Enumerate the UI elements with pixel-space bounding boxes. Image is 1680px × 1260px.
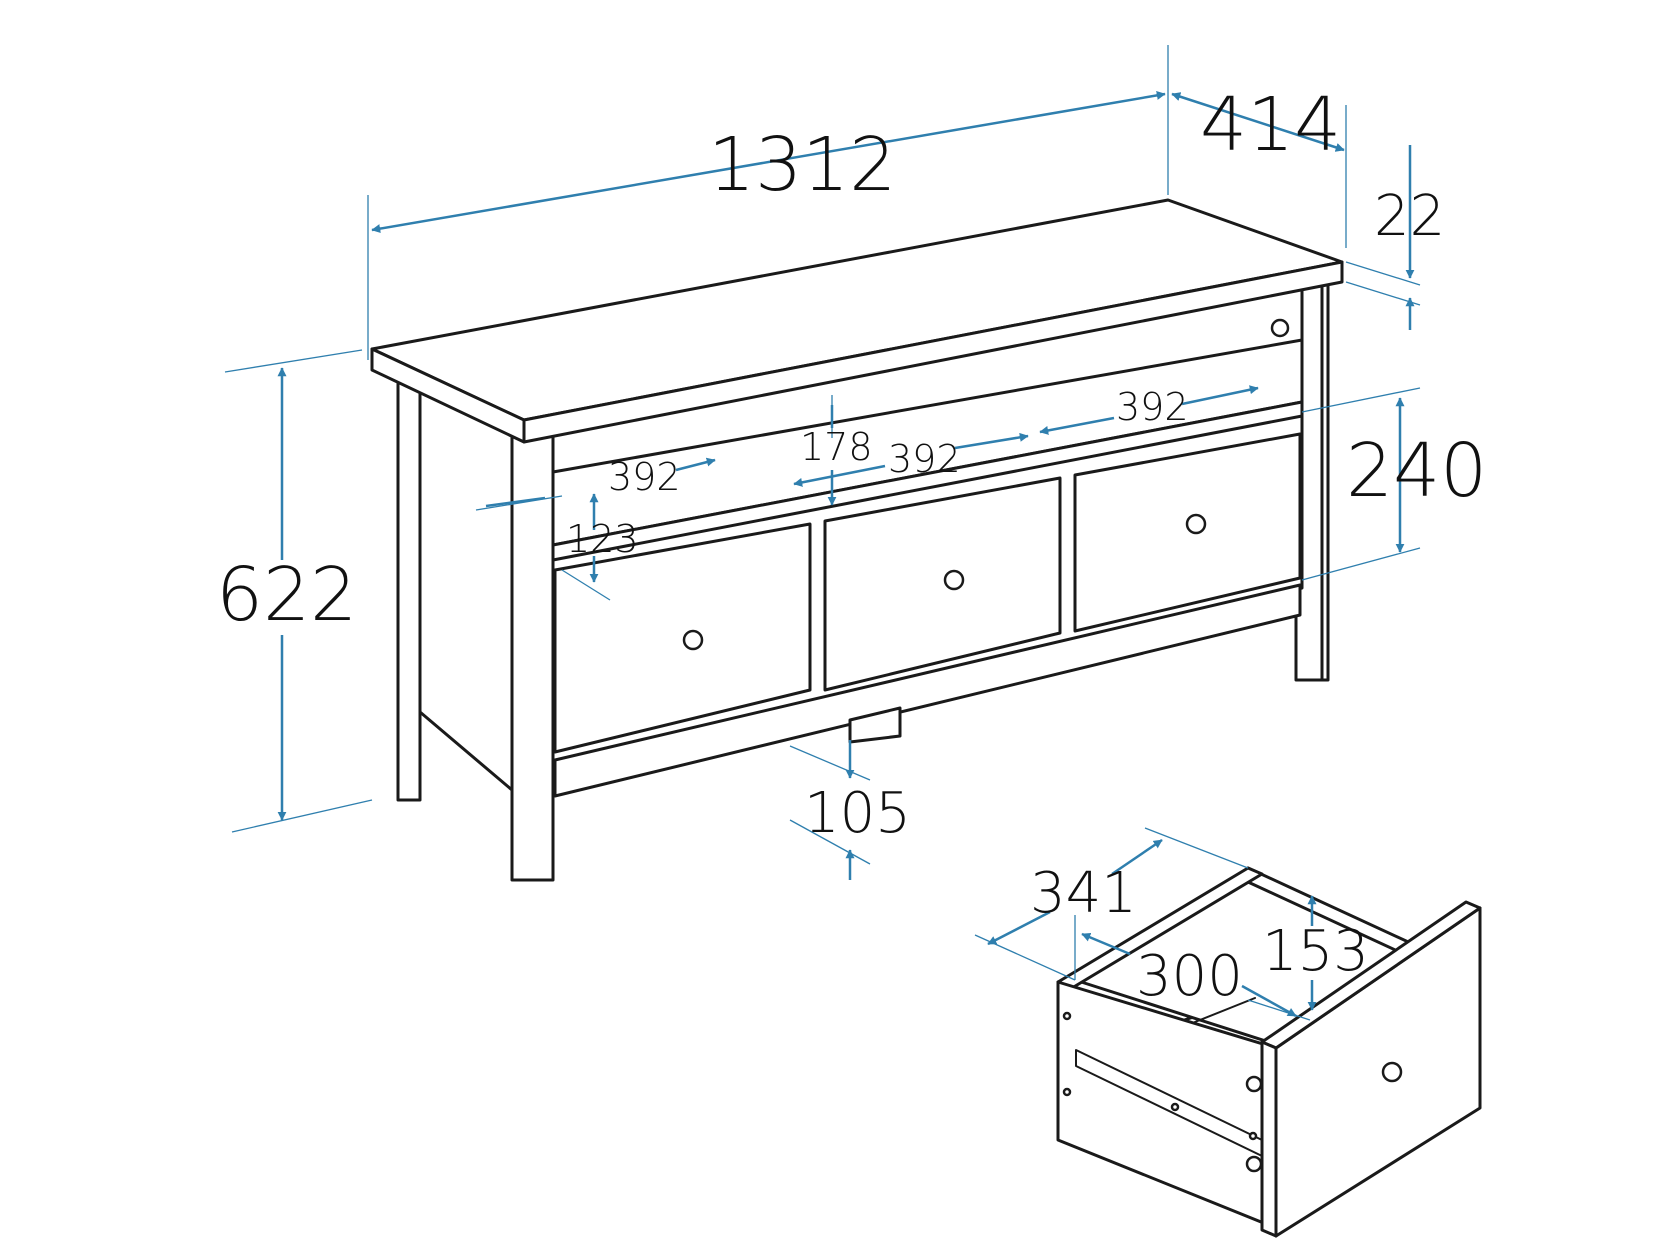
label-height: 622 bbox=[216, 552, 357, 638]
tv-stand bbox=[370, 198, 1344, 882]
drawer-front-knob-icon bbox=[1381, 1061, 1403, 1083]
drawer-right-knob-icon bbox=[1185, 513, 1207, 535]
drawer-right[interactable] bbox=[1073, 432, 1302, 633]
drawer-screw-icon bbox=[1245, 1155, 1263, 1173]
dim-line-drawer-depth-right bbox=[1111, 838, 1163, 876]
label-drawer-inner-width: 300 bbox=[1136, 944, 1243, 1009]
dim-line-drawer-width-right bbox=[1241, 984, 1297, 1018]
dim-line-comp-left-ext bbox=[485, 496, 546, 508]
back-panel-hole-icon bbox=[1270, 318, 1290, 338]
label-compartment-center: 392 bbox=[888, 437, 961, 481]
label-drawer-inner-height: 153 bbox=[1262, 919, 1369, 984]
dimension-labels: 1312 414 22 622 240 178 392 392 392 123 … bbox=[216, 82, 1487, 1009]
drawer-center[interactable] bbox=[823, 476, 1062, 692]
back-left-leg bbox=[396, 378, 422, 802]
label-drawer-height: 240 bbox=[1346, 428, 1487, 514]
top-board-side-edge bbox=[522, 260, 1344, 444]
label-shelf-height: 178 bbox=[800, 425, 873, 469]
drawer-screw-icon bbox=[1245, 1075, 1263, 1093]
dim-line-drawer-width-left bbox=[1081, 932, 1131, 956]
dim-line-width bbox=[371, 90, 1166, 234]
dim-line-comp-right-left bbox=[1039, 416, 1115, 435]
dim-line-comp-left bbox=[675, 457, 716, 472]
label-compartment-right: 392 bbox=[1116, 385, 1189, 429]
drawer-floor-seam bbox=[1189, 997, 1256, 1025]
drawer-pin-icon bbox=[1062, 1087, 1072, 1097]
center-foot bbox=[848, 706, 902, 744]
label-top-thickness: 22 bbox=[1374, 184, 1445, 249]
drawer-detail bbox=[1056, 866, 1482, 1238]
drawer-center-knob-icon bbox=[943, 569, 965, 591]
drawer-front-side-edge bbox=[1260, 1040, 1278, 1238]
label-compartment-left: 392 bbox=[608, 455, 681, 499]
bottom-rail bbox=[553, 583, 1302, 798]
label-overall-width: 1312 bbox=[708, 122, 896, 208]
drawer-pin-icon bbox=[1062, 1011, 1072, 1021]
drawer-left[interactable] bbox=[553, 522, 812, 754]
label-drawer-inner-depth: 341 bbox=[1030, 861, 1137, 926]
drawer-pin-icon bbox=[1248, 1131, 1258, 1141]
label-floor-clearance: 105 bbox=[804, 781, 911, 846]
dim-line-comp-center-right bbox=[954, 432, 1029, 450]
dim-line-comp-right-right bbox=[1181, 385, 1259, 406]
dim-line-drawer-depth-left bbox=[987, 910, 1051, 946]
label-depth: 414 bbox=[1200, 82, 1341, 168]
label-shelf-clearance: 123 bbox=[566, 517, 639, 561]
left-side-panel bbox=[418, 378, 514, 792]
dim-line-depth bbox=[1171, 92, 1345, 152]
drawer-pin-icon bbox=[1170, 1102, 1180, 1112]
dimension-lines bbox=[224, 45, 1421, 1021]
dim-line-comp-center-left bbox=[793, 464, 886, 487]
drawer-left-knob-icon bbox=[682, 629, 704, 651]
